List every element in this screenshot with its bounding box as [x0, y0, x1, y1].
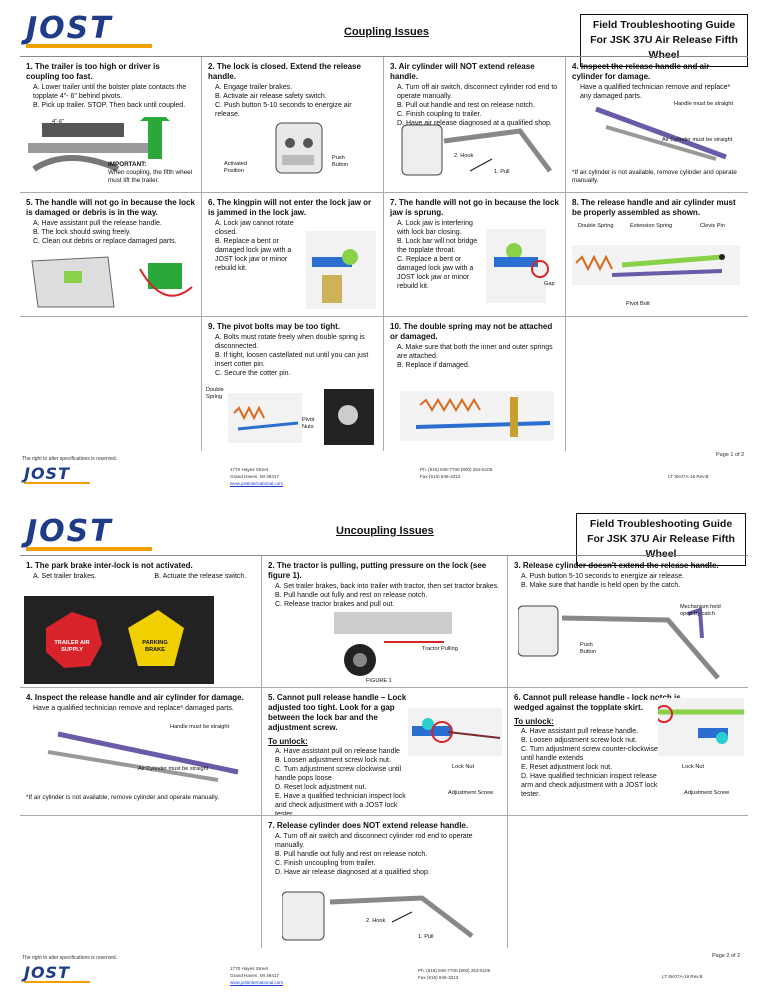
kingpin-jaw-illustration — [306, 231, 376, 309]
double-spring-illustration — [400, 391, 554, 441]
issue-7: 7. The handle will not go in because the… — [384, 193, 566, 317]
issue-5: 5. Cannot pull release handle – Lock adj… — [262, 688, 508, 816]
website-link[interactable]: www.jostinternational.com — [230, 481, 284, 486]
manual-release-illustration — [401, 124, 552, 176]
page-2: JOST Uncoupling Issues Field Troubleshoo… — [0, 505, 768, 994]
jost-logo-footer: JOST — [24, 965, 90, 983]
page-number: Page 2 of 2 — [712, 953, 741, 959]
issue-3: 3. Release cylinder doesn't extend the r… — [508, 556, 748, 688]
assembly-illustration — [572, 245, 740, 285]
footer-address: 1770 Hayes Street Grand Haven, MI 49417 … — [230, 966, 284, 985]
blank-cell — [20, 816, 262, 948]
guide-title-line2: For JSK 37U Air Release Fifth Wheel — [587, 533, 735, 560]
issue-1: 1. The trailer is too high or driver is … — [20, 57, 202, 193]
issue-4: 4. Inspect the release handle and air cy… — [20, 688, 262, 816]
guide-title-line1: Field Troubleshooting Guide — [589, 518, 733, 530]
lock-debris-illustration — [31, 256, 193, 308]
issue-3: 3. Air cylinder will NOT extend release … — [384, 57, 566, 193]
coupling-height-illustration — [28, 117, 170, 172]
pivot-bolt-illustration — [228, 389, 374, 445]
sprung-jaw-illustration — [486, 229, 549, 303]
section-title: Coupling Issues — [344, 26, 429, 38]
manual-release-illustration — [282, 891, 474, 941]
footer-address: 1770 Hayes Street Grand Haven, MI 49417 … — [230, 467, 284, 486]
issue-2: 2. The lock is closed. Extend the releas… — [202, 57, 384, 193]
issue-4: 4. Inspect the release handle and air cy… — [566, 57, 748, 193]
section-title: Uncoupling Issues — [336, 525, 434, 537]
doc-id: LT SK07A-18 Rev.B — [662, 974, 703, 979]
blank-cell — [508, 816, 748, 948]
handle-cylinder-illustration — [595, 106, 727, 161]
tractor-pulling-illustration — [334, 612, 452, 676]
guide-title-box: Field Troubleshooting Guide For JSK 37U … — [576, 513, 746, 566]
footer-contact: Ph. (616) 846-7700 (800) 253-5105 Fax (6… — [418, 968, 491, 980]
issue-7: 7. Release cylinder does NOT extend rele… — [262, 816, 508, 948]
guide-title-box: Field Troubleshooting Guide For JSK 37U … — [580, 14, 748, 67]
issue-9: 9. The pivot bolts may be too tight. A. … — [202, 317, 384, 451]
park-brake-illustration — [24, 596, 214, 684]
page-1: JOST Coupling Issues Field Troubleshooti… — [20, 14, 748, 486]
issue-1: 1. The park brake inter-lock is not acti… — [20, 556, 262, 688]
blank-cell — [20, 317, 202, 451]
coupling-grid: 1. The trailer is too high or driver is … — [20, 56, 748, 451]
issue-5: 5. The handle will not go in because the… — [20, 193, 202, 317]
issue-2: 2. The tractor is pulling, putting press… — [262, 556, 508, 688]
issue-10: 10. The double spring may not be attache… — [384, 317, 566, 451]
jost-logo: JOST — [26, 517, 152, 551]
doc-id: LT SK07A-18 Rev.B — [668, 474, 709, 479]
rights-note: The right to alter specifications is res… — [22, 456, 118, 462]
page-number: Page 1 of 2 — [716, 452, 745, 458]
issue-6: 6. Cannot pull release handle - lock not… — [508, 688, 748, 816]
guide-title-line2: For JSK 37U Air Release Fifth Wheel — [590, 34, 738, 61]
guide-title-line1: Field Troubleshooting Guide — [592, 19, 736, 31]
blank-cell — [566, 317, 748, 451]
website-link[interactable]: www.jostinternational.com — [230, 980, 284, 985]
catch-mechanism-illustration — [518, 605, 720, 680]
release-switch-illustration — [275, 122, 323, 174]
rights-note: The right to alter specifications is res… — [22, 955, 118, 961]
lock-notch-illustration — [658, 698, 744, 756]
handle-cylinder-illustration — [47, 731, 239, 782]
issue-8: 8. The release handle and air cylinder m… — [566, 193, 748, 317]
issue-6: 6. The kingpin will not enter the lock j… — [202, 193, 384, 317]
uncoupling-grid: 1. The park brake inter-lock is not acti… — [20, 555, 748, 948]
jost-logo: JOST — [26, 14, 152, 48]
jost-logo-footer: JOST — [24, 466, 90, 484]
footer-contact: Ph. (616) 846-7700 (800) 253-5105 Fax (6… — [420, 467, 493, 479]
lock-gap-illustration — [408, 708, 502, 756]
